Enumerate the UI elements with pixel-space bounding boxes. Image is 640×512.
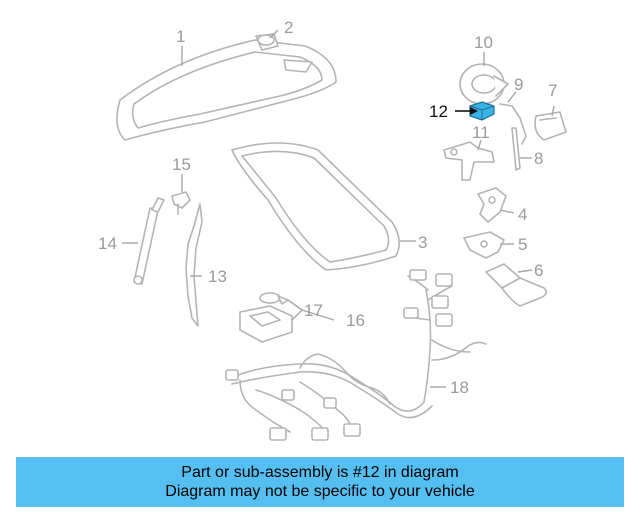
callout-2: 2 — [284, 18, 293, 37]
part-11-latch — [443, 141, 495, 181]
part-9-linkage — [499, 103, 527, 145]
part-18-wiring-harness — [225, 269, 487, 441]
part-13-bracket — [185, 203, 203, 327]
callout-3: 3 — [418, 233, 427, 252]
callout-9: 9 — [514, 75, 523, 94]
callout-12: 12 — [429, 102, 448, 121]
callout-10: 10 — [474, 33, 493, 52]
leader-lines — [122, 29, 555, 388]
part-5-bracket — [463, 231, 505, 259]
part-6-switch — [485, 263, 548, 307]
part-3-weatherstrip — [231, 142, 400, 271]
part-12-highlighted — [469, 101, 495, 121]
callout-14: 14 — [98, 234, 117, 253]
banner-line-part-number: Part or sub-assembly is #12 in diagram — [181, 464, 459, 481]
callout-5: 5 — [518, 235, 527, 254]
part-1-trunk-lid — [116, 39, 337, 141]
part-7-lock-housing — [534, 111, 567, 141]
callout-11: 11 — [472, 123, 490, 142]
callout-6: 6 — [534, 261, 543, 280]
info-banner: Part or sub-assembly is #12 in diagram D… — [16, 457, 624, 507]
part-15-clip — [171, 191, 191, 215]
callout-16: 16 — [346, 311, 365, 330]
banner-line-disclaimer: Diagram may not be specific to your vehi… — [165, 483, 475, 500]
callout-4: 4 — [518, 205, 527, 224]
part-8-rod — [511, 127, 521, 171]
callout-1: 1 — [176, 27, 185, 46]
part-17-bulb — [259, 292, 289, 305]
callouts: 1 2 3 4 5 6 7 8 9 10 11 12 13 14 15 16 1… — [98, 18, 557, 397]
callout-8: 8 — [534, 149, 543, 168]
callout-13: 13 — [208, 267, 227, 286]
callout-17: 17 — [304, 301, 323, 320]
parts-diagram: 1 2 3 4 5 6 7 8 9 10 11 12 13 14 15 16 1… — [98, 18, 567, 441]
callout-7: 7 — [548, 81, 557, 100]
callout-15: 15 — [172, 155, 191, 174]
part-2-bump-stop — [255, 33, 279, 51]
part-4-bracket — [477, 187, 507, 223]
part-16-lamp-housing — [239, 305, 293, 343]
callout-18: 18 — [450, 378, 469, 397]
part-14-gas-strut — [133, 197, 165, 285]
part-10-latch-cover — [459, 63, 509, 105]
